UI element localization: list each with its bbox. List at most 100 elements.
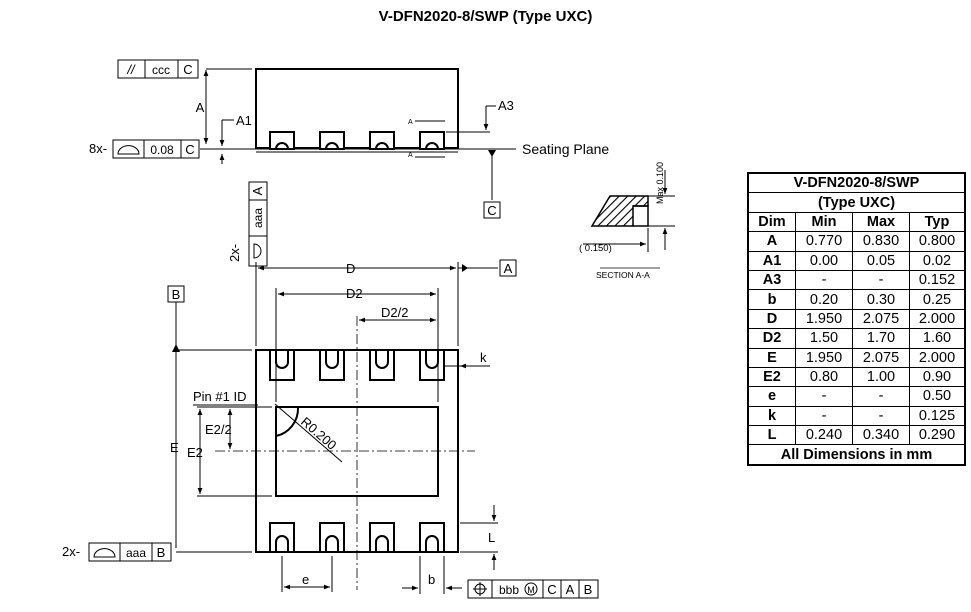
table-cell-dim: E bbox=[747, 347, 796, 368]
table-cell-value: 1.950 bbox=[795, 308, 853, 330]
table-cell-value: 0.80 bbox=[795, 366, 853, 388]
table-cell-value: 0.30 bbox=[852, 289, 910, 310]
table-cell-value: 0.20 bbox=[795, 289, 853, 310]
fcf-parallelism: // ccc C bbox=[117, 59, 199, 79]
fcf-position-datum-b: B bbox=[584, 582, 593, 597]
dim-D2-label: D2 bbox=[346, 286, 363, 301]
table-footer: All Dimensions in mm bbox=[747, 444, 966, 466]
table-header-row: Dim Min Max Typ bbox=[747, 211, 966, 233]
table-cell-value: - bbox=[795, 386, 853, 407]
table-cell-value: 0.240 bbox=[795, 425, 853, 446]
table-cell-value: 0.25 bbox=[909, 289, 966, 310]
fcf-profile: 0.08 C bbox=[112, 139, 200, 159]
table-cell-dim: D bbox=[747, 308, 796, 330]
table-cell-dim: A bbox=[747, 231, 796, 252]
table-cell-dim: A1 bbox=[747, 250, 796, 271]
fcf-profile-value: 0.08 bbox=[150, 143, 174, 157]
table-cell-value: 1.50 bbox=[795, 328, 853, 349]
fcf-left-aaa: aaa bbox=[126, 546, 146, 560]
table-cell-value: - bbox=[852, 405, 910, 427]
dim-E-label: E bbox=[170, 440, 179, 455]
drawing-title: V-DFN2020-8/SWP (Type UXC) bbox=[378, 8, 593, 25]
fcf-left: aaa B bbox=[88, 542, 172, 562]
header-dim: Dim bbox=[747, 211, 796, 233]
table-cell-value: 2.000 bbox=[909, 347, 966, 368]
section-max-label: Max 0.100 bbox=[655, 162, 665, 204]
fcf-parallel-datum: C bbox=[183, 62, 192, 77]
table-cell-dim: D2 bbox=[747, 328, 796, 349]
fcf-left-datum: B bbox=[157, 545, 166, 560]
fcf-position: bbb M C A B bbox=[467, 579, 599, 599]
datum-C-label: C bbox=[487, 203, 496, 218]
dim-D-label: D bbox=[346, 261, 355, 276]
side-view bbox=[200, 68, 516, 200]
dim-E2-half-label: E2/2 bbox=[205, 422, 232, 437]
section-marker-bottom: A bbox=[408, 152, 413, 159]
table-cell-value: - bbox=[795, 269, 853, 291]
fcf-ccc: ccc bbox=[152, 63, 170, 77]
table-cell-value: 0.340 bbox=[852, 425, 910, 446]
table-cell-value: - bbox=[795, 405, 853, 427]
datum-B-label: B bbox=[172, 287, 181, 302]
header-typ: Typ bbox=[909, 211, 966, 233]
dim-A-label: A bbox=[196, 100, 205, 115]
bottom-pads bbox=[269, 522, 445, 553]
dim-D2-half-label: D2/2 bbox=[381, 305, 408, 320]
table-caption-2: (Type UXC) bbox=[747, 192, 966, 213]
fcf-vertical: A aaa bbox=[248, 181, 268, 267]
table-cell-dim: b bbox=[747, 289, 796, 310]
dim-L-label: L bbox=[488, 530, 495, 545]
parallel-symbol: // bbox=[126, 62, 136, 77]
datum-A-box bbox=[499, 259, 517, 277]
radius-label: R0.200 bbox=[298, 414, 339, 453]
table-cell-dim: A3 bbox=[747, 269, 796, 291]
fcf-position-mmc: M bbox=[527, 585, 535, 595]
table-cell-value: 1.950 bbox=[795, 347, 853, 368]
fcf-position-bbb: bbb bbox=[499, 583, 519, 597]
table-cell-value: 0.152 bbox=[909, 269, 966, 291]
table-cell-value: 1.60 bbox=[909, 328, 966, 349]
table-cell-value: 0.50 bbox=[909, 386, 966, 407]
table-cell-value: 0.02 bbox=[909, 250, 966, 271]
dim-b-label: b bbox=[428, 572, 435, 587]
fcf-position-datum-a: A bbox=[566, 582, 575, 597]
table-cell-dim: e bbox=[747, 386, 796, 407]
table-cell-value: 0.830 bbox=[852, 231, 910, 252]
table-cell-value: 1.70 bbox=[852, 328, 910, 349]
table-row: A3--0.152 bbox=[747, 269, 966, 291]
pin1-label: Pin #1 ID bbox=[193, 389, 246, 404]
table-cell-value: 0.800 bbox=[909, 231, 966, 252]
datum-C-box bbox=[483, 201, 501, 219]
header-min: Min bbox=[795, 211, 853, 233]
table-cell-value: - bbox=[852, 386, 910, 407]
dim-A3-label: A3 bbox=[498, 98, 514, 113]
fcf-vertical-aaa: aaa bbox=[251, 208, 265, 228]
dim-A1-label: A1 bbox=[236, 113, 252, 128]
table-cell-dim: E2 bbox=[747, 366, 796, 388]
table-cell-value: 0.00 bbox=[795, 250, 853, 271]
table-cell-value: 2.075 bbox=[852, 347, 910, 368]
profile-surface-icon bbox=[93, 548, 116, 558]
table-cell-value: 0.05 bbox=[852, 250, 910, 271]
profile-surface-icon bbox=[117, 145, 140, 155]
vertical-prefix: 2x- bbox=[227, 244, 242, 262]
datum-B-box bbox=[167, 285, 185, 303]
left-prefix: 2x- bbox=[62, 544, 80, 559]
datum-A-label: A bbox=[504, 261, 513, 276]
section-a-a bbox=[583, 170, 675, 269]
bottom-view bbox=[172, 262, 498, 594]
dim-k-label: k bbox=[480, 350, 487, 365]
profile-prefix: 8x- bbox=[89, 141, 107, 156]
table-row: e--0.50 bbox=[747, 386, 966, 407]
side-pads bbox=[269, 131, 445, 150]
table-cell-value: 0.90 bbox=[909, 366, 966, 388]
dimension-table: V-DFN2020-8/SWP (Type UXC) Dim Min Max T… bbox=[747, 172, 966, 466]
